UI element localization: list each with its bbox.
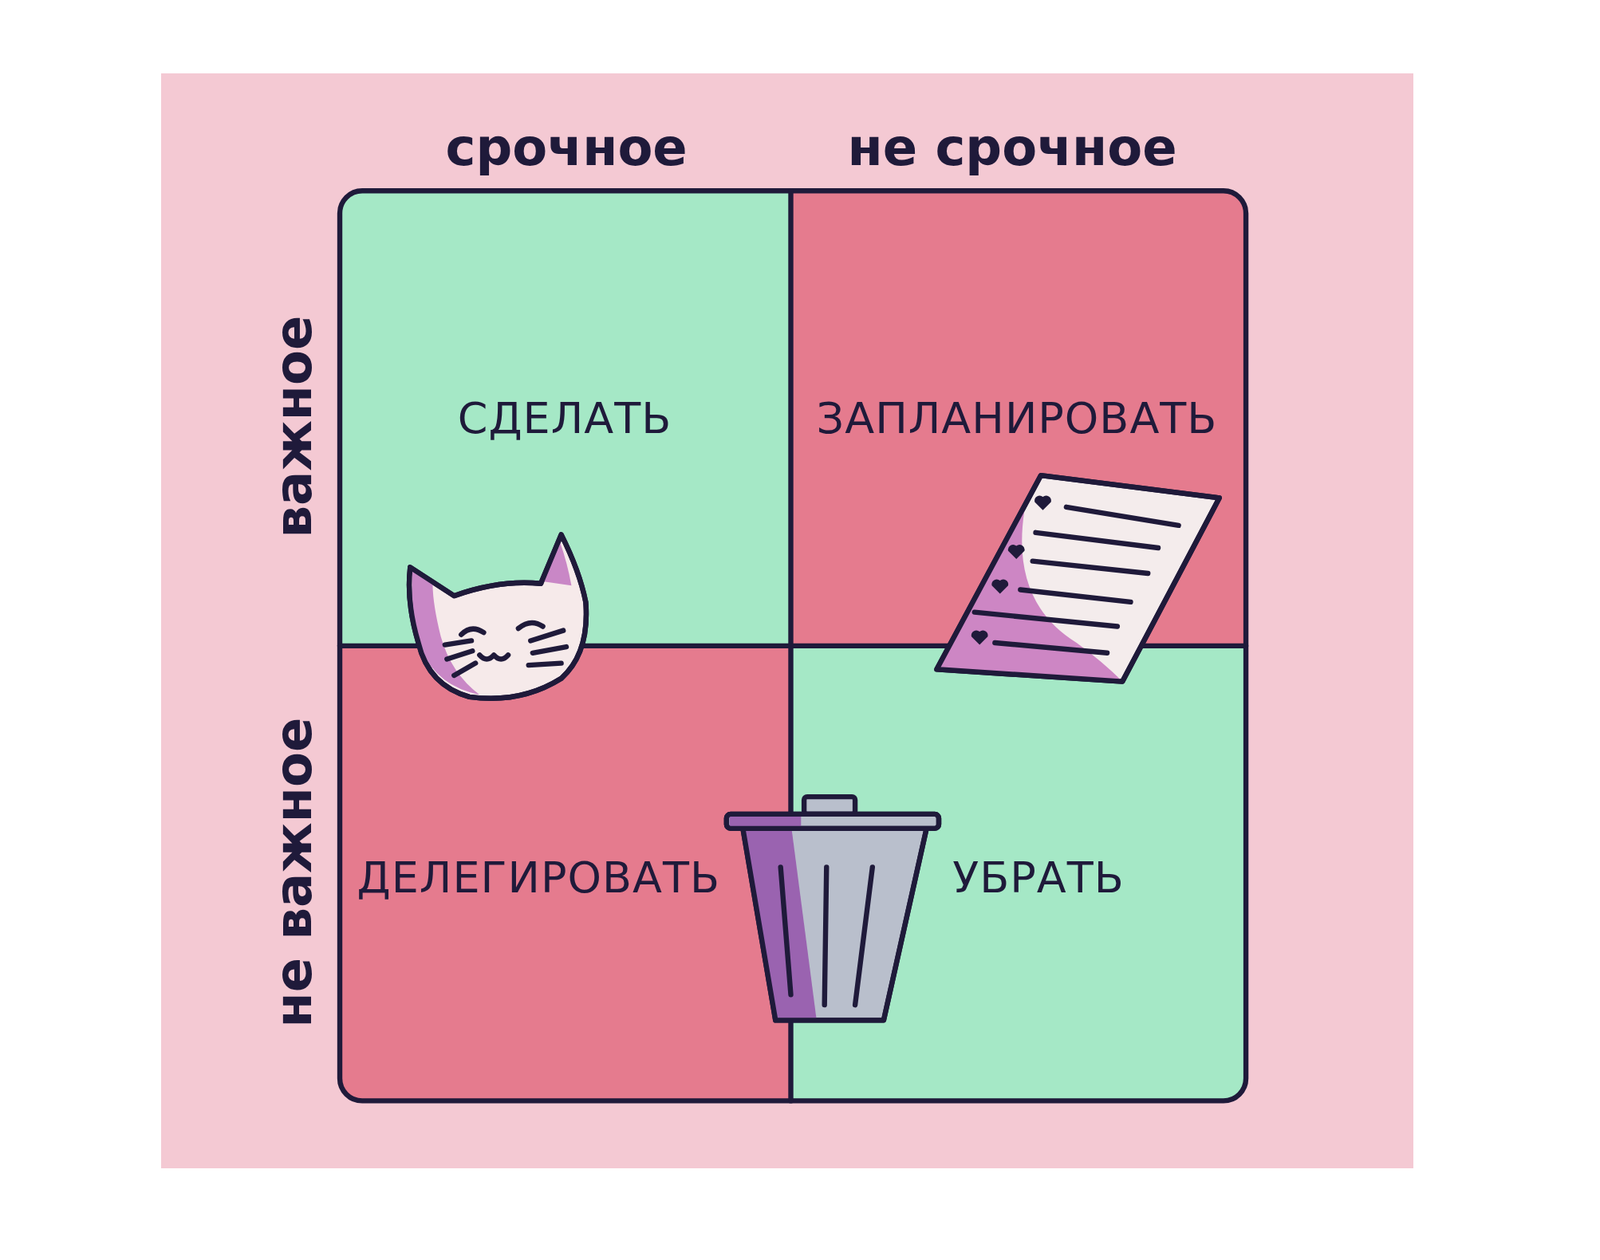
- quadrant-label: ЗАПЛАНИРОВАТЬ: [816, 393, 1218, 444]
- grid-border: [339, 190, 1246, 1101]
- checklist-icon: [936, 475, 1219, 682]
- axis-label: срочное: [445, 118, 688, 178]
- delegate-quadrant: ДЕЛЕГИРОВАТЬ: [338, 646, 791, 1103]
- axis-label-holder: не срочное: [847, 118, 1178, 178]
- quadrant-label: СДЕЛАТЬ: [457, 393, 673, 444]
- axis-label: важное: [263, 315, 323, 539]
- axis-label: не важное: [263, 717, 323, 1029]
- quadrant-label: ДЕЛЕГИРОВАТЬ: [357, 852, 721, 903]
- quadrant-label: УБРАТЬ: [952, 852, 1125, 903]
- axis-label-holder: важное: [263, 315, 323, 539]
- axis-label-holder: не важное: [263, 717, 323, 1029]
- axis-label-holder: срочное: [445, 118, 688, 178]
- axis-label: не срочное: [847, 118, 1178, 178]
- trash-can-icon: [726, 796, 939, 1021]
- cat-icon: [409, 534, 587, 698]
